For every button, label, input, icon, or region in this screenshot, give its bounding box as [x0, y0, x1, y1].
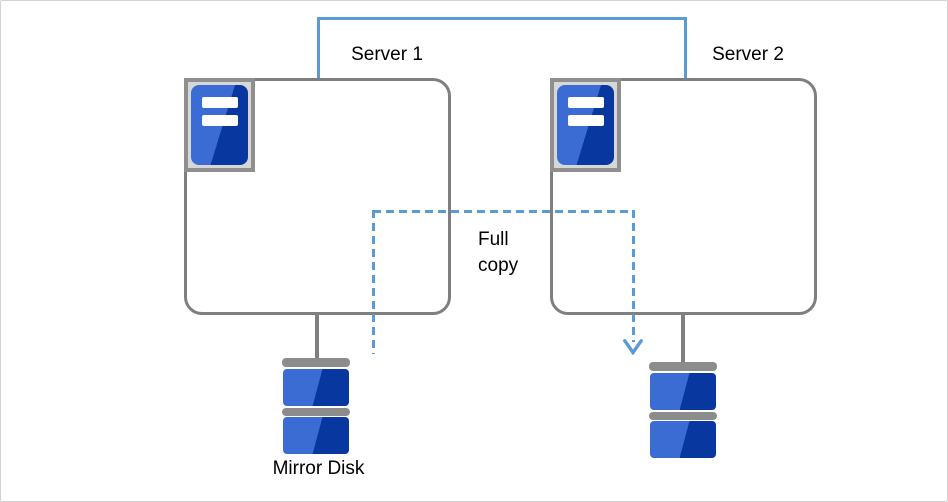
full-copy-path-end: [632, 210, 635, 342]
server-icon-slot: [202, 115, 238, 126]
full-copy-label: Full copy: [478, 229, 519, 276]
disk-icon: [282, 408, 350, 416]
server2-label: Server 2: [712, 44, 784, 65]
server2-disk-connector: [681, 313, 685, 363]
server-icon-body: [557, 85, 614, 165]
server-icon-slot: [202, 97, 238, 108]
full-copy-path-horizontal: [373, 210, 635, 213]
server1-disk-connector: [315, 313, 319, 359]
server-icon: [184, 78, 255, 172]
server-icon: [550, 78, 621, 172]
server-icon-slot: [568, 97, 604, 108]
disk-icon: [649, 412, 717, 420]
disk-icon: [649, 362, 717, 371]
disk-icon: [283, 417, 349, 454]
disk-icon: [282, 358, 350, 367]
disk-icon: [650, 421, 716, 458]
server-icon-body: [191, 85, 248, 165]
disk-icon: [650, 373, 716, 410]
server-icon-slot: [568, 115, 604, 126]
arrow-down-icon: [623, 339, 643, 355]
mirror-disk-label: Mirror Disk: [272, 458, 365, 479]
full-copy-path-start: [372, 210, 375, 354]
disk-icon: [283, 369, 349, 406]
server-interconnect-line: [317, 17, 687, 79]
server1-label: Server 1: [351, 44, 423, 65]
